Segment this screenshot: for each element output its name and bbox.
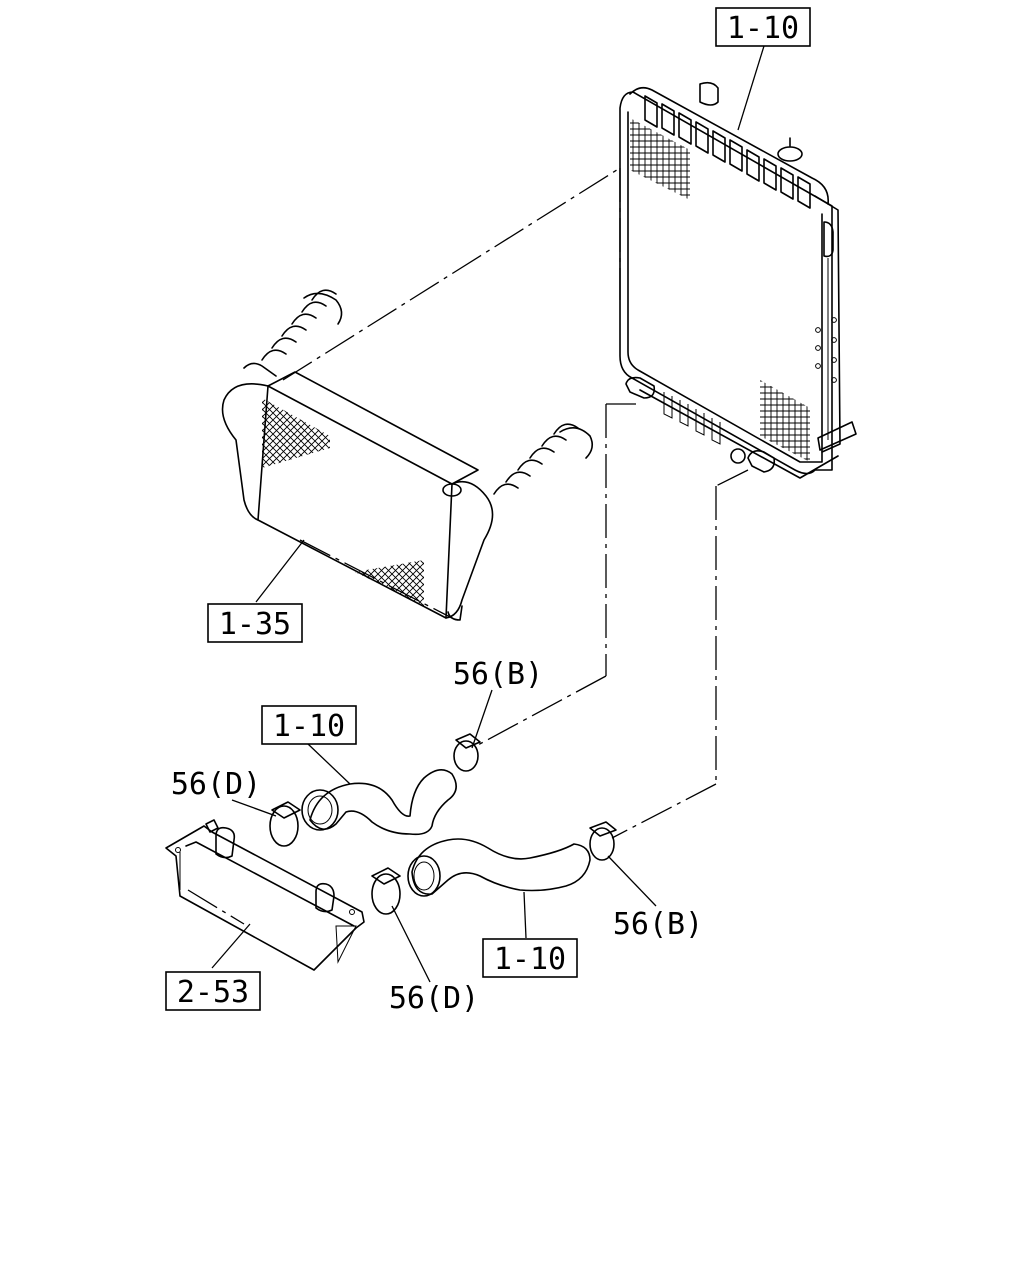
callout-text: 2-53 (177, 975, 249, 1010)
callout-clamp-56b-upper: 56(B) (453, 657, 543, 692)
callout-clamp-56b-lower: 56(B) (613, 907, 703, 942)
clamp-56d-upper (269, 801, 301, 847)
leader-lines (211, 45, 765, 983)
callout-oil-cooler: 2-53 (165, 971, 261, 1011)
callout-clamp-56d-lower: 56(D) (389, 981, 479, 1016)
callout-upper-hose: 1-10 (261, 705, 357, 745)
callout-radiator: 1-10 (715, 7, 811, 47)
upper-hose (301, 769, 457, 836)
callout-lower-hose: 1-10 (482, 938, 578, 978)
callout-text: 1-35 (219, 607, 291, 642)
clamp-56b-upper (453, 733, 481, 772)
oil-cooler (165, 819, 365, 971)
callout-text: 1-10 (727, 11, 799, 46)
callout-text: 1-10 (273, 709, 345, 744)
clamp-56d-lower (371, 867, 401, 915)
radiator (619, 81, 857, 479)
callout-intercooler: 1-35 (207, 603, 303, 643)
callout-clamp-56d-upper: 56(D) (171, 767, 261, 802)
intercooler (221, 289, 594, 621)
lower-hose (407, 838, 591, 897)
clamp-56b-lower (589, 821, 617, 861)
phantom-lines (187, 167, 749, 925)
callout-text: 1-10 (494, 942, 566, 977)
